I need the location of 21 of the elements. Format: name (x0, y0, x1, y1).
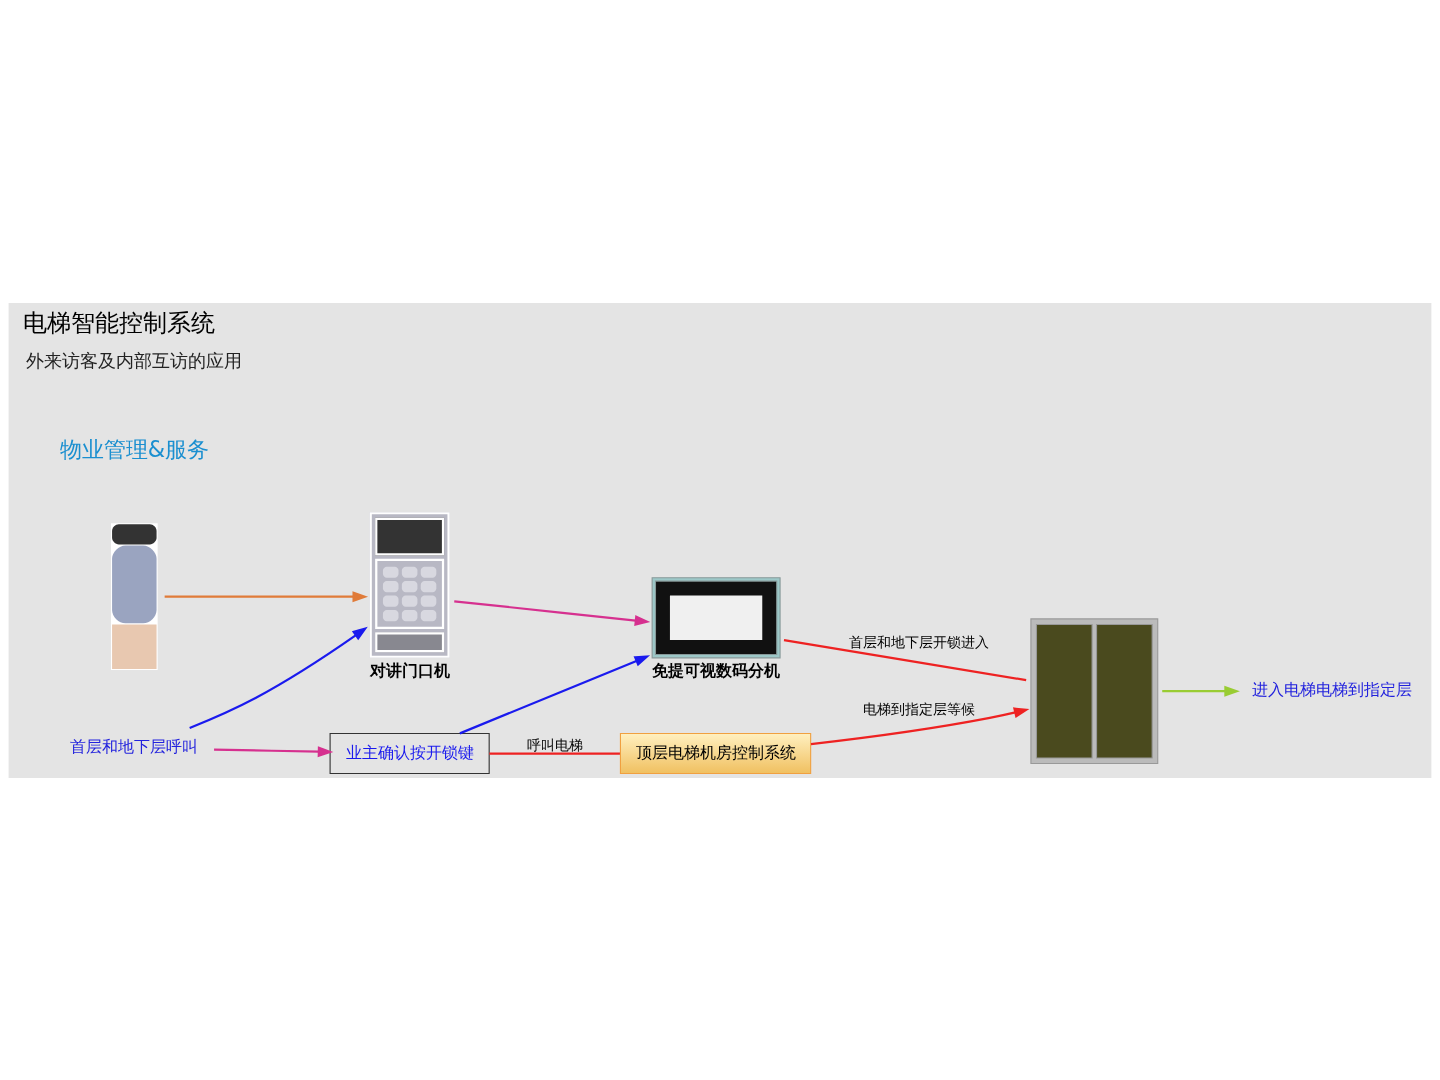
arrow (810, 706, 1030, 745)
arrow (454, 599, 651, 626)
node-label: 免提可视数码分机 (652, 661, 781, 680)
edge-label: 呼叫电梯 (526, 736, 583, 753)
arrow (189, 626, 368, 729)
label: 外来访客及内部互访的应用 (26, 349, 243, 371)
arrow (164, 590, 369, 602)
node-text: 首层和地下层呼叫 (70, 737, 199, 756)
connector (489, 751, 620, 755)
arrow (459, 654, 651, 734)
node-label: 对讲门口机 (369, 661, 450, 680)
edge-label: 首层和地下层开锁进入 (848, 633, 989, 650)
arrow (1162, 685, 1240, 697)
node-text: 进入电梯电梯到指定层 (1251, 680, 1412, 699)
arrow (214, 745, 334, 757)
node-box: 业主确认按开锁键 (329, 732, 490, 774)
node-box: 顶层电梯机房控制系统 (619, 732, 812, 774)
connector (783, 638, 1027, 681)
diagram-title: 电梯智能控制系统 (23, 307, 216, 337)
label: 物业管理&服务 (59, 435, 209, 462)
edge-label: 电梯到指定层等候 (862, 700, 975, 717)
